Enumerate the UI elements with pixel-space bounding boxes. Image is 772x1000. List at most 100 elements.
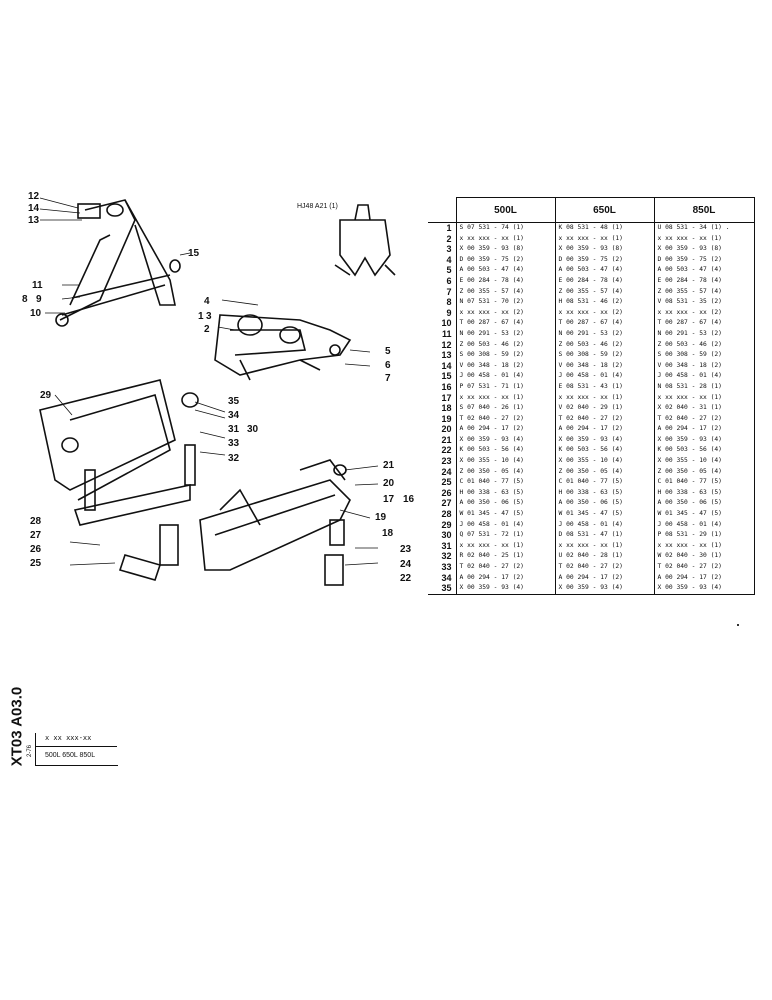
part-number-cell: X 00 359 - 93 (4): [455, 434, 556, 446]
part-number-cell: x xx xxx - xx (1): [653, 540, 755, 552]
table-header-row: 500L 650L 850L: [428, 197, 755, 223]
part-number-cell: A 00 350 - 06 (5): [455, 498, 556, 510]
part-number-cell: K 00 503 - 56 (4): [653, 445, 755, 457]
exploded-parts-drawing: [0, 180, 440, 600]
callout-22: 22: [400, 573, 412, 584]
part-number-cell: W 01 345 - 47 (5): [554, 509, 655, 520]
callout-27: 27: [30, 530, 42, 541]
row-number: 2: [428, 233, 457, 245]
part-number-cell: H 00 338 - 63 (5): [554, 487, 655, 499]
part-number-cell: T 00 287 - 67 (4): [653, 318, 755, 329]
part-number-cell: P 08 531 - 29 (1): [653, 530, 755, 541]
callout-32: 32: [228, 453, 240, 464]
row-number: 10: [428, 318, 457, 329]
part-number-cell: Z 00 350 - 05 (4): [653, 466, 755, 478]
part-number-cell: T 00 287 - 67 (4): [455, 318, 556, 329]
parts-illustration: [39, 197, 396, 586]
part-number-cell: H 08 531 - 46 (2): [554, 297, 655, 308]
part-number-cell: A 00 294 - 17 (2): [653, 572, 755, 584]
header-index: [428, 197, 457, 223]
part-number-cell: W 01 345 - 47 (5): [653, 509, 755, 520]
part-number-cell: N 08 531 - 28 (1): [653, 381, 755, 393]
part-number-cell: C 01 040 - 77 (5): [554, 477, 655, 488]
part-number-cell: V 02 040 - 29 (1): [554, 403, 655, 414]
row-number: 3: [428, 244, 457, 255]
header-500l: 500L: [455, 197, 556, 223]
row-number: 15: [428, 371, 457, 382]
part-number-cell: Z 00 503 - 46 (2): [653, 339, 755, 351]
callout-4: 4: [204, 296, 210, 307]
callout-30: 30: [247, 424, 259, 435]
part-number-cell: X 00 355 - 10 (4): [554, 456, 655, 467]
part-number-cell: R 02 040 - 25 (1): [455, 551, 556, 562]
part-number-cell: E 08 531 - 43 (1): [554, 381, 655, 393]
callout-15: 15: [188, 248, 200, 259]
part-number-cell: T 02 040 - 27 (2): [554, 562, 655, 573]
row-number: 29: [428, 519, 457, 531]
callout-26: 26: [30, 544, 42, 555]
part-number-cell: A 00 503 - 47 (4): [455, 265, 556, 276]
part-number-cell: U 08 531 - 34 (1) .: [653, 222, 755, 234]
callout-20: 20: [383, 478, 395, 489]
callout-33: 33: [228, 438, 240, 449]
part-number-cell: W 01 345 - 47 (5): [455, 509, 556, 520]
row-number: 14: [428, 360, 457, 372]
row-number: 27: [428, 498, 457, 510]
part-number-cell: N 00 291 - 53 (2): [554, 328, 655, 340]
part-number-cell: X 00 355 - 10 (4): [455, 456, 556, 467]
part-number-cell: V 00 348 - 18 (2): [653, 360, 755, 372]
stray-mark: [737, 624, 739, 626]
part-number-cell: C 01 040 - 77 (5): [455, 477, 556, 488]
part-number-cell: E 00 284 - 78 (4): [554, 275, 655, 287]
part-number-cell: X 02 040 - 31 (1): [653, 403, 755, 414]
part-number-cell: N 00 291 - 53 (2): [455, 328, 556, 340]
header-850l: 850L: [653, 197, 755, 223]
row-number: 11: [428, 328, 457, 340]
part-number-cell: x xx xxx - xx (1): [455, 392, 556, 404]
row-number: 26: [428, 487, 457, 499]
row-number: 35: [428, 583, 457, 595]
part-number-cell: A 00 294 - 17 (2): [653, 424, 755, 435]
part-number-cell: U 02 040 - 28 (1): [554, 551, 655, 562]
callout-12: 12: [28, 191, 40, 202]
row-number: 30: [428, 530, 457, 541]
part-number-cell: J 00 458 - 01 (4): [653, 371, 755, 382]
part-number-cell: Z 00 355 - 57 (4): [653, 286, 755, 298]
part-number-cell: H 00 338 - 63 (5): [455, 487, 556, 499]
drawing-code: XT03 A03.0: [8, 686, 26, 767]
row-number: 7: [428, 286, 457, 298]
callout-11: 11: [32, 280, 43, 291]
callout-19: 19: [375, 512, 387, 523]
row-number: 17: [428, 392, 457, 404]
callout-31: 31: [228, 424, 240, 435]
part-number-cell: J 00 458 - 01 (4): [554, 371, 655, 382]
part-number-cell: X 00 359 - 93 (8): [653, 244, 755, 255]
row-number: 12: [428, 339, 457, 351]
part-number-cell: W 02 040 - 30 (1): [653, 551, 755, 562]
row-number: 32: [428, 551, 457, 562]
row-number: 18: [428, 403, 457, 414]
row-number: 4: [428, 254, 457, 266]
row-number: 6: [428, 275, 457, 287]
part-number-cell: Z 00 355 - 57 (4): [554, 286, 655, 298]
part-number-cell: x xx xxx - xx (1): [455, 540, 556, 552]
callout-13: 13: [28, 215, 40, 226]
part-number-cell: x xx xxx - xx (1): [653, 233, 755, 245]
part-number-cell: X 00 359 - 93 (8): [554, 244, 655, 255]
part-number-cell: D 00 359 - 75 (2): [653, 254, 755, 266]
part-number-cell: x xx xxx - xx (1): [554, 540, 655, 552]
part-number-cell: Z 00 355 - 57 (4): [455, 286, 556, 298]
title-block-divider: [35, 746, 117, 747]
